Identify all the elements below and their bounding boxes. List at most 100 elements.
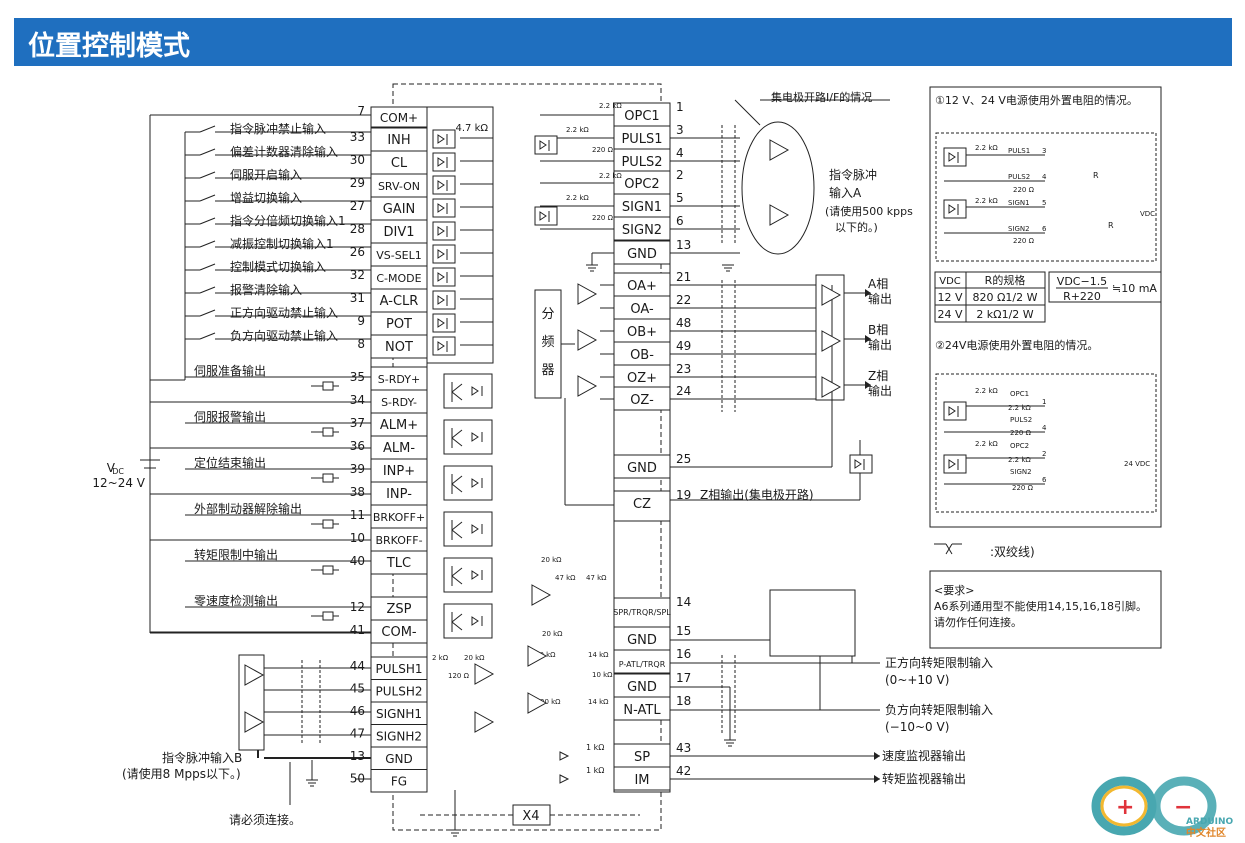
panel2-opto-sign-symbol [948, 459, 959, 470]
resistor-label: 120 Ω [448, 672, 470, 680]
terminal-gnd [613, 454, 671, 479]
oc-driver-sign [769, 204, 790, 226]
input-label: 指令脉冲禁止输入 [230, 121, 326, 136]
signal-right: GND [627, 633, 657, 648]
resistor-label: 2 kΩ [432, 654, 449, 662]
spec-table-cell: 24 V [937, 308, 962, 321]
pin-number: 23 [676, 362, 691, 376]
spec-table-cell: 2 kΩ1/2 W [976, 308, 1033, 321]
torque-limit-range: (0~+10 V) [885, 673, 949, 687]
terminal-not [370, 334, 428, 359]
resistor-label: 47 kΩ [586, 574, 607, 582]
pin-number: 26 [350, 245, 365, 259]
spec-table-header: R的规格 [985, 273, 1026, 287]
speed-amp [531, 584, 552, 606]
signal-output-a: ALM+ [380, 418, 418, 433]
title-bar: 位置控制模式 [14, 18, 1232, 66]
pin-number: 11 [350, 508, 365, 522]
signal-output-a: INP+ [383, 464, 415, 479]
output-label: 零速度检测输出 [194, 593, 278, 608]
resistor-label: 20 kΩ [535, 651, 556, 659]
formula-numerator: VDC−1.5 [1057, 275, 1107, 288]
receiver-a [821, 284, 842, 306]
switch-contact [199, 217, 216, 225]
panel2-pin-name: PULS2 [1010, 416, 1032, 424]
output-relay [322, 381, 334, 391]
input-optocoupler-symbol [437, 272, 448, 283]
resistor-label: 2.2 kΩ [566, 194, 589, 202]
output-relay [322, 473, 334, 483]
receiver-pulse [474, 663, 495, 685]
transistor-symbol [451, 428, 463, 448]
panel2-pin-number: 4 [1042, 424, 1047, 432]
torque-limit-range: (−10~0 V) [885, 720, 949, 734]
signal-right: OA+ [627, 279, 657, 294]
twisted-pair-note: :双绞线) [990, 544, 1035, 559]
line-driver-pulse [244, 664, 265, 686]
signal-right: OPC2 [624, 177, 659, 192]
terminal-cz [613, 490, 671, 522]
pulse-a-label: 指令脉冲 [829, 167, 877, 182]
switch-contact [199, 263, 216, 271]
svg-text:+: + [1116, 795, 1134, 820]
input-optocoupler-symbol [437, 249, 448, 260]
signal-output-b: INP- [386, 487, 412, 502]
input-label: 负方向驱动禁止输入 [230, 328, 338, 343]
signal-right: CZ [633, 497, 651, 512]
resistor-label: 20 kΩ [464, 654, 485, 662]
resistor-label: 1 kΩ [586, 766, 604, 775]
requirement-line: A6系列通用型不能使用14,15,16,18引脚。 [934, 599, 1147, 613]
signal-right: IM [634, 773, 649, 788]
svg-text:−: − [1174, 795, 1192, 820]
resistor-label: 4.7 kΩ [455, 123, 488, 134]
signal-c-mode: C-MODE [376, 272, 421, 285]
terminal-tlc [370, 550, 428, 575]
signal-right: OB+ [627, 325, 657, 340]
divider-label: 分 [541, 307, 554, 322]
signal-right: PULS2 [621, 155, 662, 170]
signal-gain: GAIN [383, 202, 416, 217]
panel2-pin-number: 2 [1042, 450, 1046, 458]
pin-number: 5 [676, 191, 684, 205]
arrow-head [865, 335, 871, 343]
spec-table-cell: 820 Ω1/2 W [973, 291, 1038, 304]
panel2-pin-name: OPC1 [1010, 390, 1029, 398]
resistor-label: 220 Ω [1010, 429, 1032, 437]
led-symbol [471, 570, 483, 580]
pulse-a-label: 输入A [829, 185, 862, 200]
output-label: 外部制动器解除输出 [194, 501, 302, 516]
divider-label: 频 [541, 335, 554, 350]
switch-contact [199, 148, 216, 156]
transistor-symbol [451, 474, 463, 494]
panel1-r: R [1108, 221, 1114, 230]
transistor-symbol [451, 612, 463, 632]
line-driver-sign [244, 711, 265, 733]
pin-number: 14 [676, 595, 691, 609]
switch-contact [199, 171, 216, 179]
signal-cl: CL [391, 156, 408, 171]
signal-vs-sel1: VS-SEL1 [376, 249, 422, 262]
pulse-a-note: 以下的。) [835, 220, 878, 234]
formula-result: ≒10 mA [1112, 282, 1157, 295]
twisted-pair-symbol [934, 543, 962, 555]
pin-number: 29 [350, 176, 365, 190]
resistor-label: 20 kΩ [540, 698, 561, 706]
open-collector-note: 集电极开路I/F的情况 [771, 90, 872, 104]
panel1-pin-number: 4 [1042, 173, 1047, 181]
panel1-pin-number: 5 [1042, 199, 1046, 207]
resistor-label: 2.2 kΩ [566, 126, 589, 134]
output-relay [322, 611, 334, 621]
ground-symbol [724, 739, 736, 747]
signal-right: GND [627, 247, 657, 262]
pin-number: 46 [350, 704, 365, 718]
led-symbol [471, 386, 483, 396]
svg-text:ARDUINO: ARDUINO [1186, 817, 1234, 827]
input-optocoupler-symbol [437, 134, 448, 145]
pin-number: 22 [676, 293, 691, 307]
signal-right: GND [627, 680, 657, 695]
signal-right: PULS1 [621, 132, 662, 147]
panel1-title: ①12 V、24 V电源使用外置电阻的情况。 [935, 93, 1138, 107]
signal-pot: POT [386, 317, 412, 332]
ground-symbol [722, 264, 734, 272]
monitor-output-label: 转矩监视器输出 [882, 771, 966, 786]
